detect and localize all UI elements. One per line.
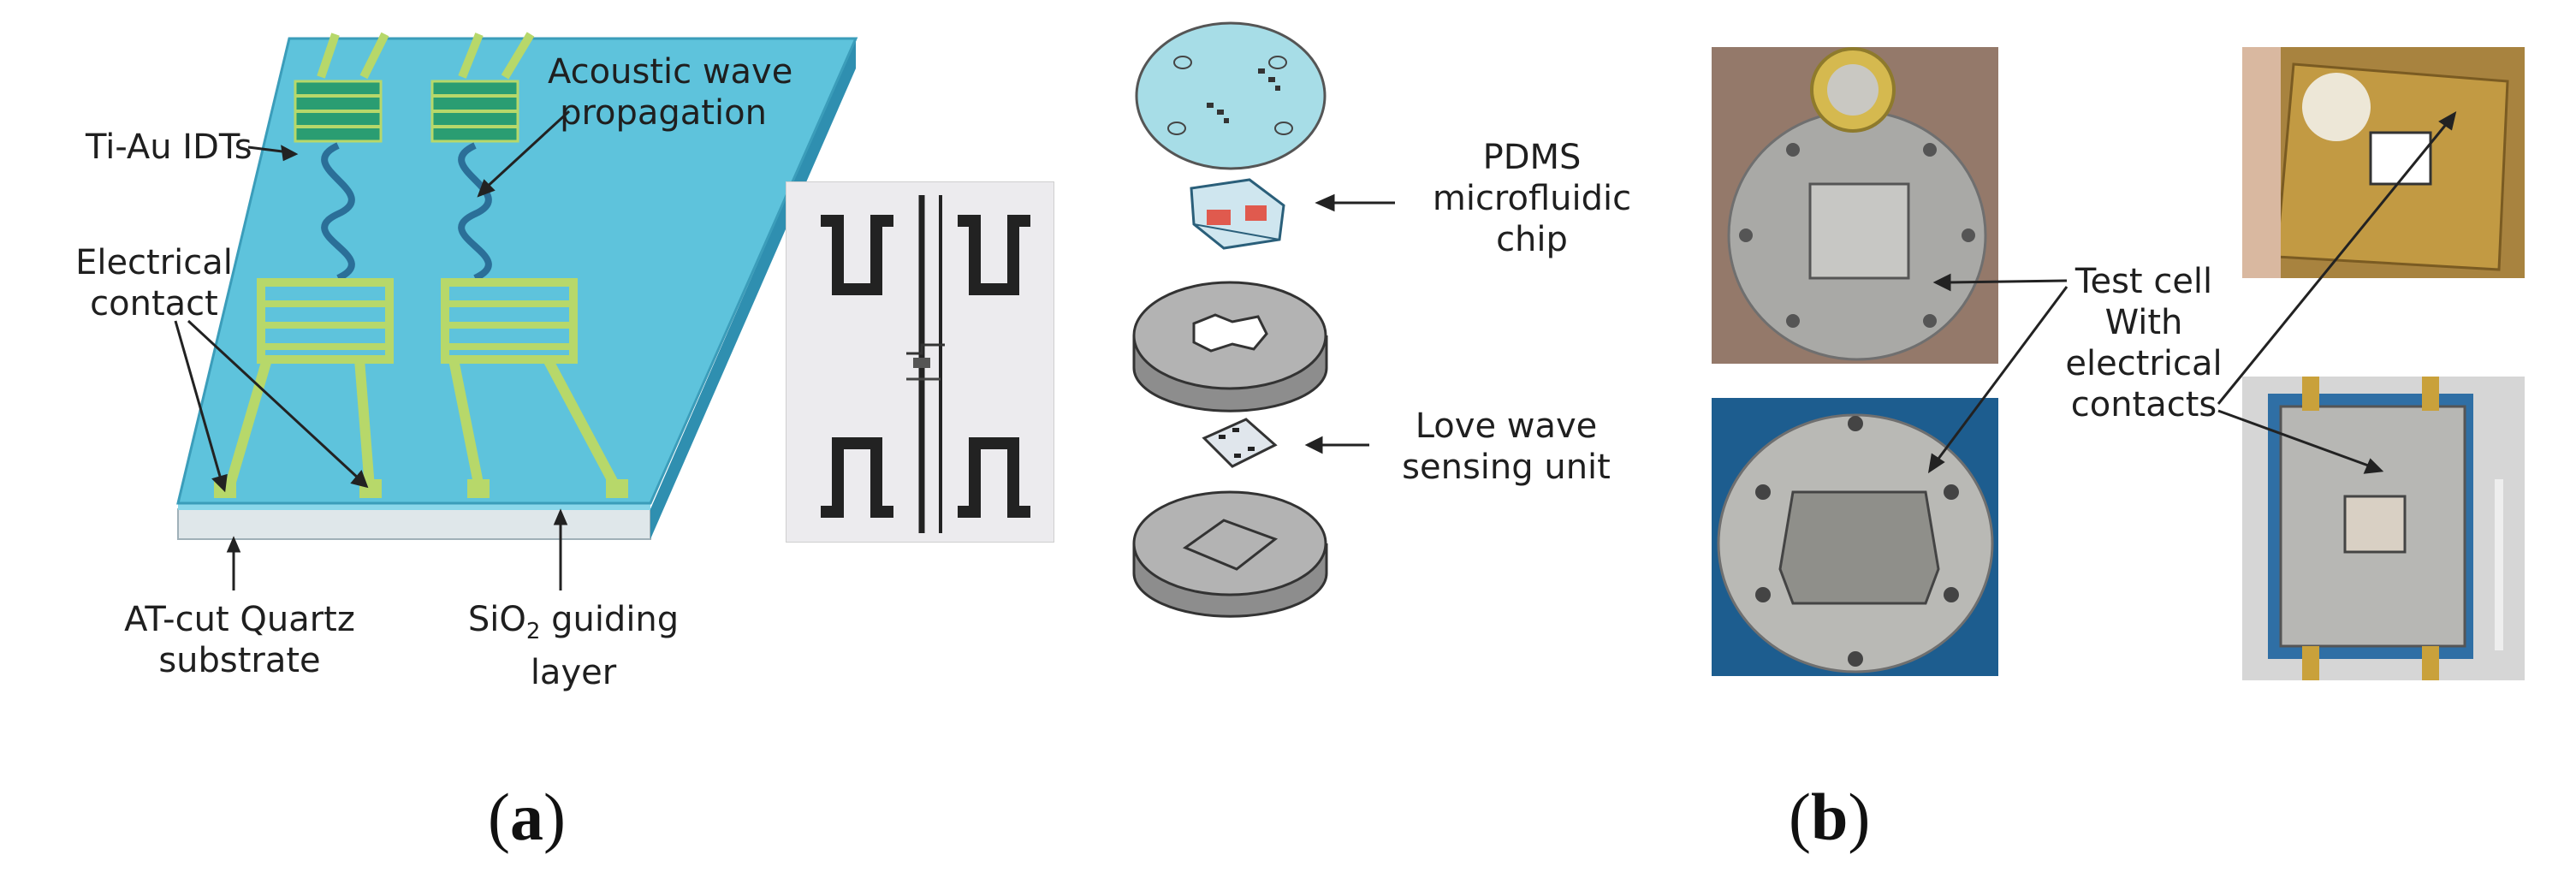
label-test-cell-line1: Test cell — [2045, 261, 2242, 302]
panel-label-a: (a) — [488, 779, 566, 856]
panel-letter-a: a — [510, 780, 543, 854]
label-test-cell: Test cell With electrical contacts — [2045, 261, 2242, 425]
paren-open-a: ( — [488, 780, 510, 854]
label-test-cell-line4: contacts — [2045, 384, 2242, 425]
label-test-cell-line3: electrical — [2045, 343, 2242, 384]
panel-letter-b: b — [1811, 780, 1848, 854]
paren-open-b: ( — [1789, 780, 1811, 854]
paren-close-a: ) — [543, 780, 566, 854]
paren-close-b: ) — [1848, 780, 1870, 854]
label-test-cell-line2: With — [2045, 302, 2242, 343]
panel-label-b: (b) — [1789, 779, 1870, 856]
